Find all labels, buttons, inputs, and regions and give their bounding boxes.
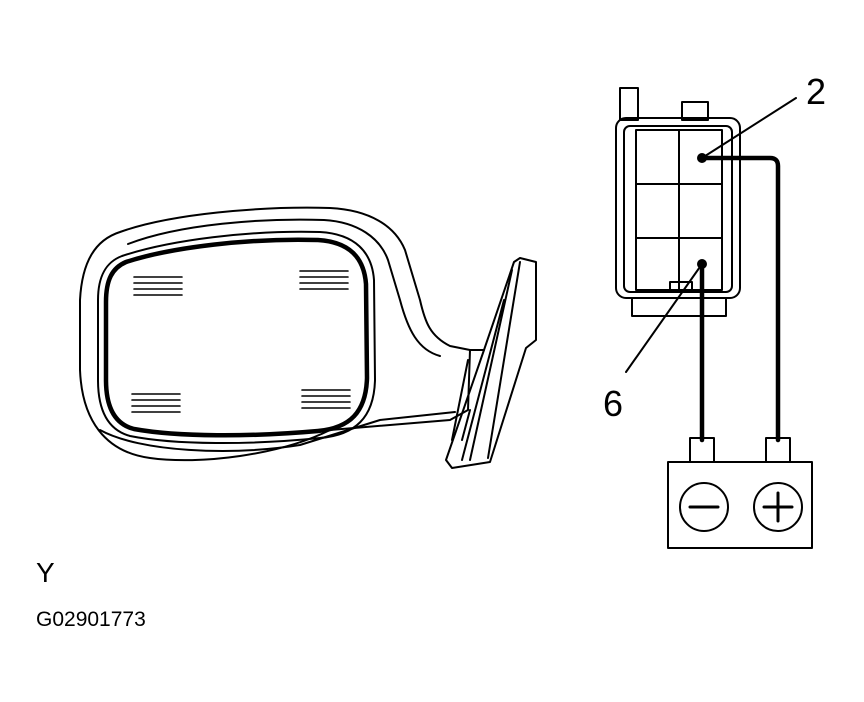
battery-case xyxy=(667,461,813,549)
heater-grid-top-right xyxy=(299,270,349,290)
mirror-housing-lower xyxy=(99,411,456,452)
mirror-glass-frame xyxy=(97,230,376,444)
mirror-mount-stem xyxy=(451,349,485,441)
figure-code: G02901773 xyxy=(36,608,146,631)
connector-bottom-key xyxy=(669,281,693,291)
leader-terminal-2 xyxy=(701,97,797,159)
outside-mirror xyxy=(79,206,537,469)
minus-icon xyxy=(679,482,729,532)
connector-bottom-flange xyxy=(631,297,727,317)
heater-grid-bottom-left xyxy=(131,393,181,413)
connector-body-inner xyxy=(623,125,733,293)
heater-grid-top-left xyxy=(133,276,183,296)
connector-latch xyxy=(619,87,639,121)
positive-lead xyxy=(699,155,781,443)
mirror-connector xyxy=(615,87,741,317)
terminal-2-label: 2 xyxy=(806,71,826,112)
leader-terminal-6 xyxy=(625,263,703,373)
terminal-6-label: 6 xyxy=(603,383,623,424)
mirror-mount-base xyxy=(445,257,537,469)
mirror-housing-inner xyxy=(127,218,441,357)
battery xyxy=(667,437,813,549)
heater-grid-bottom-right xyxy=(301,389,351,409)
mirror-glass xyxy=(103,237,370,438)
mirror-mount-base-face xyxy=(461,261,521,461)
connector-top-tab xyxy=(681,101,709,121)
plus-icon xyxy=(753,482,803,532)
view-letter: Y xyxy=(36,557,55,588)
leader-lines xyxy=(625,97,797,373)
test-leads xyxy=(699,155,781,443)
mirror-housing-outer xyxy=(79,206,471,462)
